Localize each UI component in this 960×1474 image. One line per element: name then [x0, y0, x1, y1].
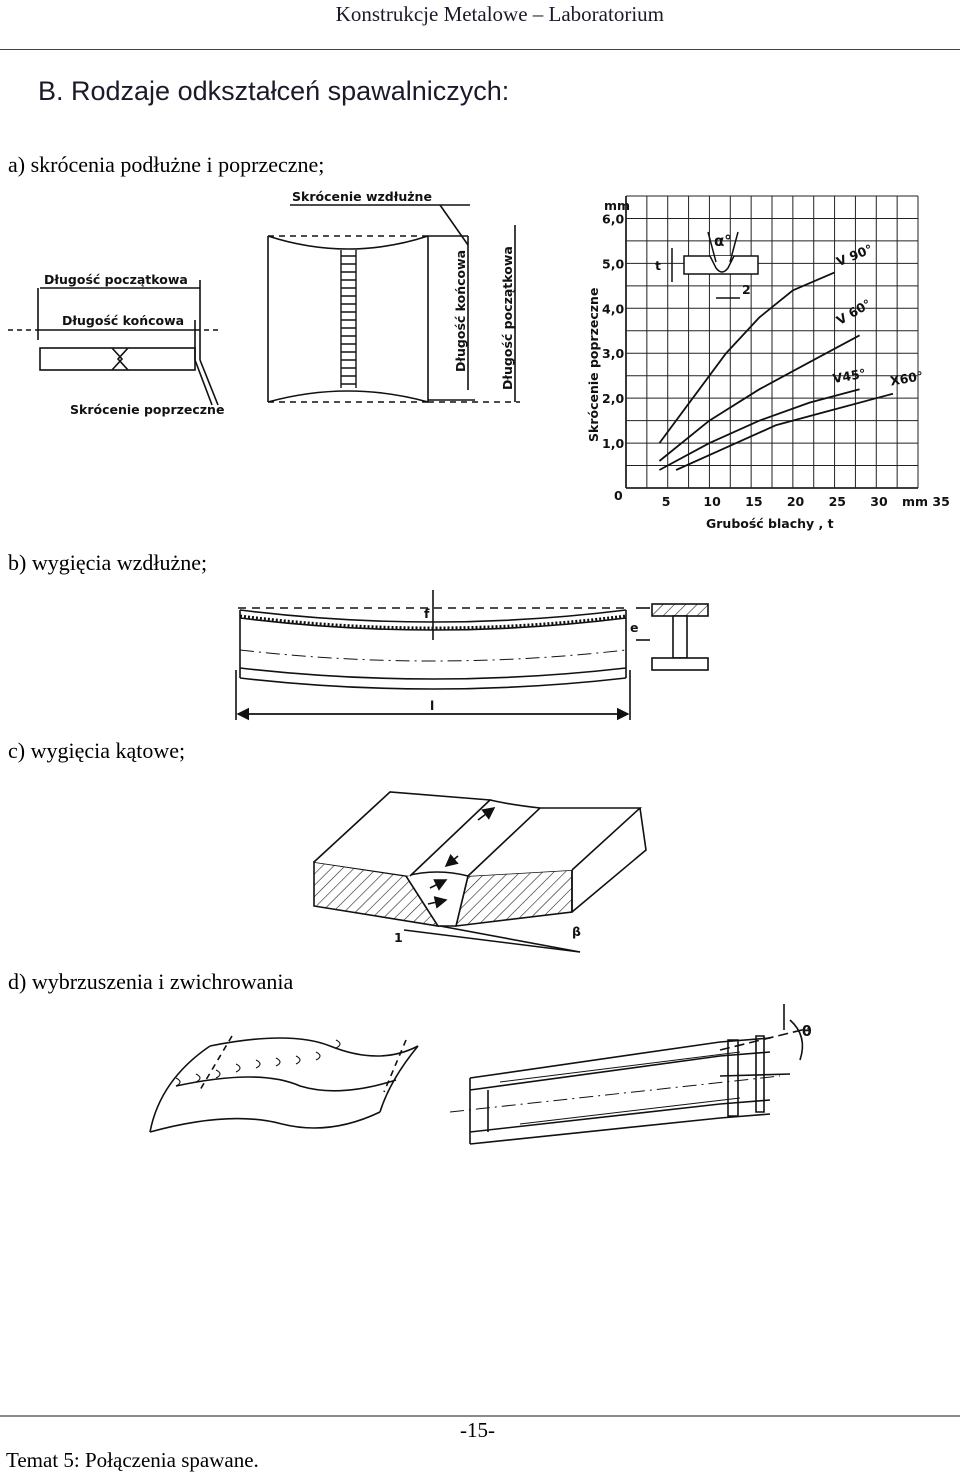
y-tick-label: 3,0: [602, 346, 624, 361]
figure-a-plate: [8, 280, 220, 406]
header-rule: [0, 49, 960, 50]
label-transverse-shortening: Skrócenie poprzeczne: [70, 402, 224, 417]
y-tick-label: 2,0: [602, 391, 624, 406]
y-axis-label: Skrócenie poprzeczne: [586, 288, 601, 442]
x-tick-label: 20: [787, 494, 805, 509]
x-axis-label: Grubość blachy , t: [706, 516, 834, 531]
y-tick-label: 5,0: [602, 256, 624, 271]
x-tick-label: mm 35: [902, 494, 950, 509]
inset-angle-label: α°: [714, 232, 732, 250]
i-beam-section: [636, 603, 709, 671]
series-label: V 60°: [834, 296, 874, 328]
y-tick-label: 4,0: [602, 301, 624, 316]
label-eccentricity: e: [630, 620, 638, 635]
caption-d: d) wybrzuszenia i zwichrowania: [8, 969, 294, 994]
series-line: [658, 334, 861, 462]
shortening-chart: 1,0 2,0 3,0 4,0 5,0 6,0mm 5 10 15 20 25 30 mm 35 0Gru…: [586, 195, 950, 531]
label-initial-length-vertical: Długość początkowa: [500, 246, 515, 390]
label-deflection: f: [424, 606, 430, 621]
figure-c-plates: [313, 791, 647, 953]
figure-a-plate-top-view: [267, 204, 520, 403]
figure-b-beam: [235, 590, 631, 721]
caption-c: c) wygięcia kątowe;: [8, 738, 186, 763]
series-label: X60°: [889, 368, 924, 389]
series-label: V45°: [832, 366, 867, 387]
label-length: l: [430, 698, 434, 713]
caption-b: b) wygięcia wzdłużne;: [8, 550, 208, 575]
series-line: [658, 271, 835, 444]
label-initial-length: Długość początkowa: [44, 272, 188, 287]
series-label: V 90°: [834, 241, 875, 269]
y-unit-label: mm: [604, 198, 630, 213]
y-tick-label: 6,0: [602, 211, 624, 226]
label-beta: β: [572, 924, 581, 939]
label-final-length-vertical: Długość końcowa: [453, 250, 468, 372]
inset-thickness-label: t: [655, 258, 661, 273]
label-longitudinal-shortening: Skrócenie wzdłużne: [292, 189, 432, 204]
series-line: [675, 392, 894, 471]
y-tick-label: 1,0: [602, 436, 624, 451]
figure-d-twisted-beam: [449, 1004, 811, 1145]
figure-d-buckled-plate: [149, 1035, 419, 1133]
x-tick-label: 30: [870, 494, 888, 509]
x-tick-label: 10: [703, 494, 721, 509]
joint-inset: [671, 231, 759, 299]
series-line: [658, 388, 860, 471]
x-tick-label: 25: [829, 494, 846, 509]
section-title: B. Rodzaje odkształceń spawalniczych:: [38, 76, 510, 106]
inset-gap-label: 2: [742, 282, 751, 297]
label-theta: θ: [802, 1024, 812, 1040]
running-title: Konstrukcje Metalowe – Laboratorium: [335, 2, 664, 26]
label-marker: 1: [394, 930, 403, 945]
origin-label: 0: [614, 488, 623, 503]
x-tick-label: 15: [745, 494, 762, 509]
footer-topic: Temat 5: Połączenia spawane.: [6, 1448, 259, 1472]
weld-seam: [340, 250, 357, 388]
caption-a: a) skrócenia podłużne i poprzeczne;: [8, 152, 325, 177]
label-final-length: Długość końcowa: [62, 313, 184, 328]
x-tick-label: 5: [662, 494, 671, 509]
page-number: -15-: [460, 1418, 495, 1442]
